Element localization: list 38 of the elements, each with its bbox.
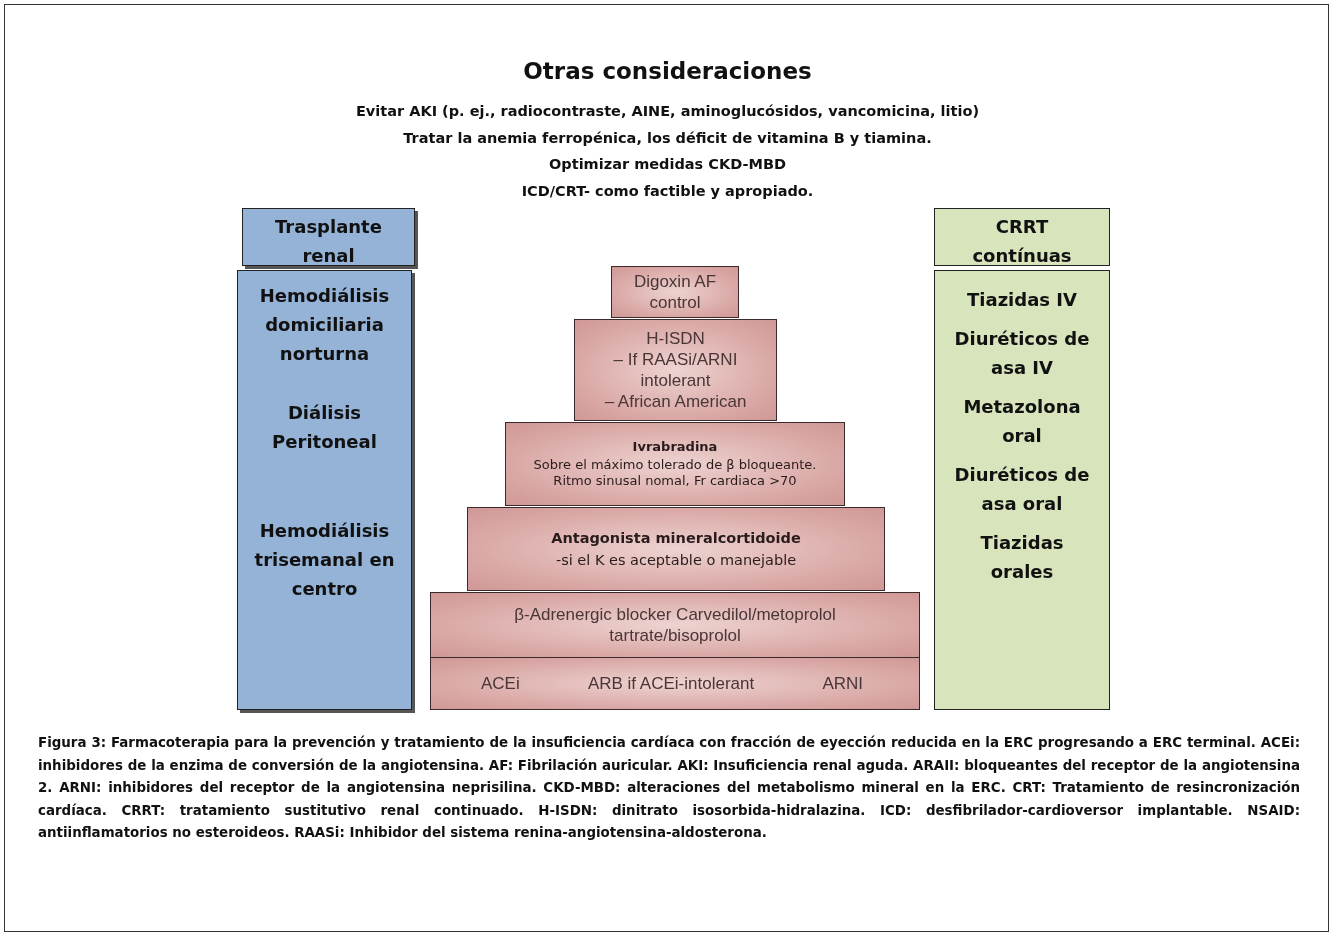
therapy-text: Hemodiálisis trisemanal en centro (253, 519, 396, 601)
note-text: Optimizar medidas CKD-MBD (548, 156, 787, 172)
pyramid-tier (430, 592, 920, 658)
therapy-text: Diuréticos de asa oral (953, 463, 1091, 516)
tier-text: Sobre el máximo tolerado de β bloqueante. Ritmo sinusal nomal, Fr cardiaca >70 (532, 456, 818, 490)
diagram-title: Otras consideraciones (522, 58, 813, 84)
tier-heading: Antagonista mineralcortidoide (550, 528, 802, 547)
tier-text: β-Adrenergic blocker Carvedilol/metoprolol tartrate/bisoprolol (513, 603, 837, 647)
therapy-text: Tiazidas IV (967, 288, 1077, 312)
category-panel (237, 270, 412, 710)
tier-text: H-ISDN (645, 327, 706, 349)
figure-caption: Figura 3: Farmacoterapia para la prevención y tratamiento de la insuficiencia cardíaca con fracción de eyección reducida en la ERC progresando a ERC terminal. ACEi: inhibidores de la enzima de conversión de la angiotensina. AF: Fibrilación auricular. AKI: Insuficiencia renal aguda. ARAII: bloqueantes del receptor de la angiotensina 2. ARNI: inhibidores del receptor de la angiotensina neprisilina. CKD-MBD: alteraciones del metabolismo mineral en la ERC. CRT: Tratamiento de resincronización cardíaca. CRRT: tratamiento sustitutivo renal continuado. H-ISDN: dinitrato isosorbida-hidralazina. ICD: desfibrilador-cardioversor implantable. NSAID: antiinflamatorios no esteroideos. RAASi: Inhibidor del sistema renina-angiotensina-aldosterona. (38, 734, 1300, 842)
tier-text: ACEi (480, 672, 521, 695)
heading-text: CRRT contínuas (971, 215, 1073, 268)
tier-text: -si el K es aceptable o manejable (554, 551, 798, 570)
tier-text: – African American (603, 391, 748, 413)
therapy-text: Metazolona oral (962, 395, 1082, 448)
pyramid-tier (467, 507, 885, 591)
therapy-text: Diuréticos de asa IV (953, 327, 1091, 380)
note-text: Evitar AKI (p. ej., radiocontraste, AINE, aminoglucósidos, vancomicina, litio) (354, 103, 981, 119)
pyramid-tier (430, 657, 920, 710)
pyramid-tier (574, 319, 777, 421)
heading-box (934, 208, 1110, 266)
tier-text: Digoxin AF control (632, 270, 718, 314)
tier-text: ARB if ACEi-intolerant (586, 672, 756, 695)
therapy-text: Tiazidas orales (979, 531, 1065, 584)
note-text: ICD/CRT- como factible y apropiado. (520, 182, 815, 199)
tier-heading: Ivrabradina (631, 438, 719, 455)
therapy-text: Hemodiálisis domiciliaria norturna (258, 284, 391, 366)
pyramid-tier (505, 422, 845, 506)
tier-text: ARNI (821, 672, 864, 695)
heading-box (242, 208, 415, 266)
heading-text: Trasplante renal (274, 215, 383, 268)
tier-text: – If RAASi/ARNI intolerant (612, 348, 739, 392)
pyramid-tier (611, 266, 739, 318)
category-panel (934, 270, 1110, 710)
note-text: Tratar la anemia ferropénica, los déficit de vitamina B y tiamina. (402, 129, 933, 146)
therapy-text: Diálisis Peritoneal (271, 401, 378, 454)
